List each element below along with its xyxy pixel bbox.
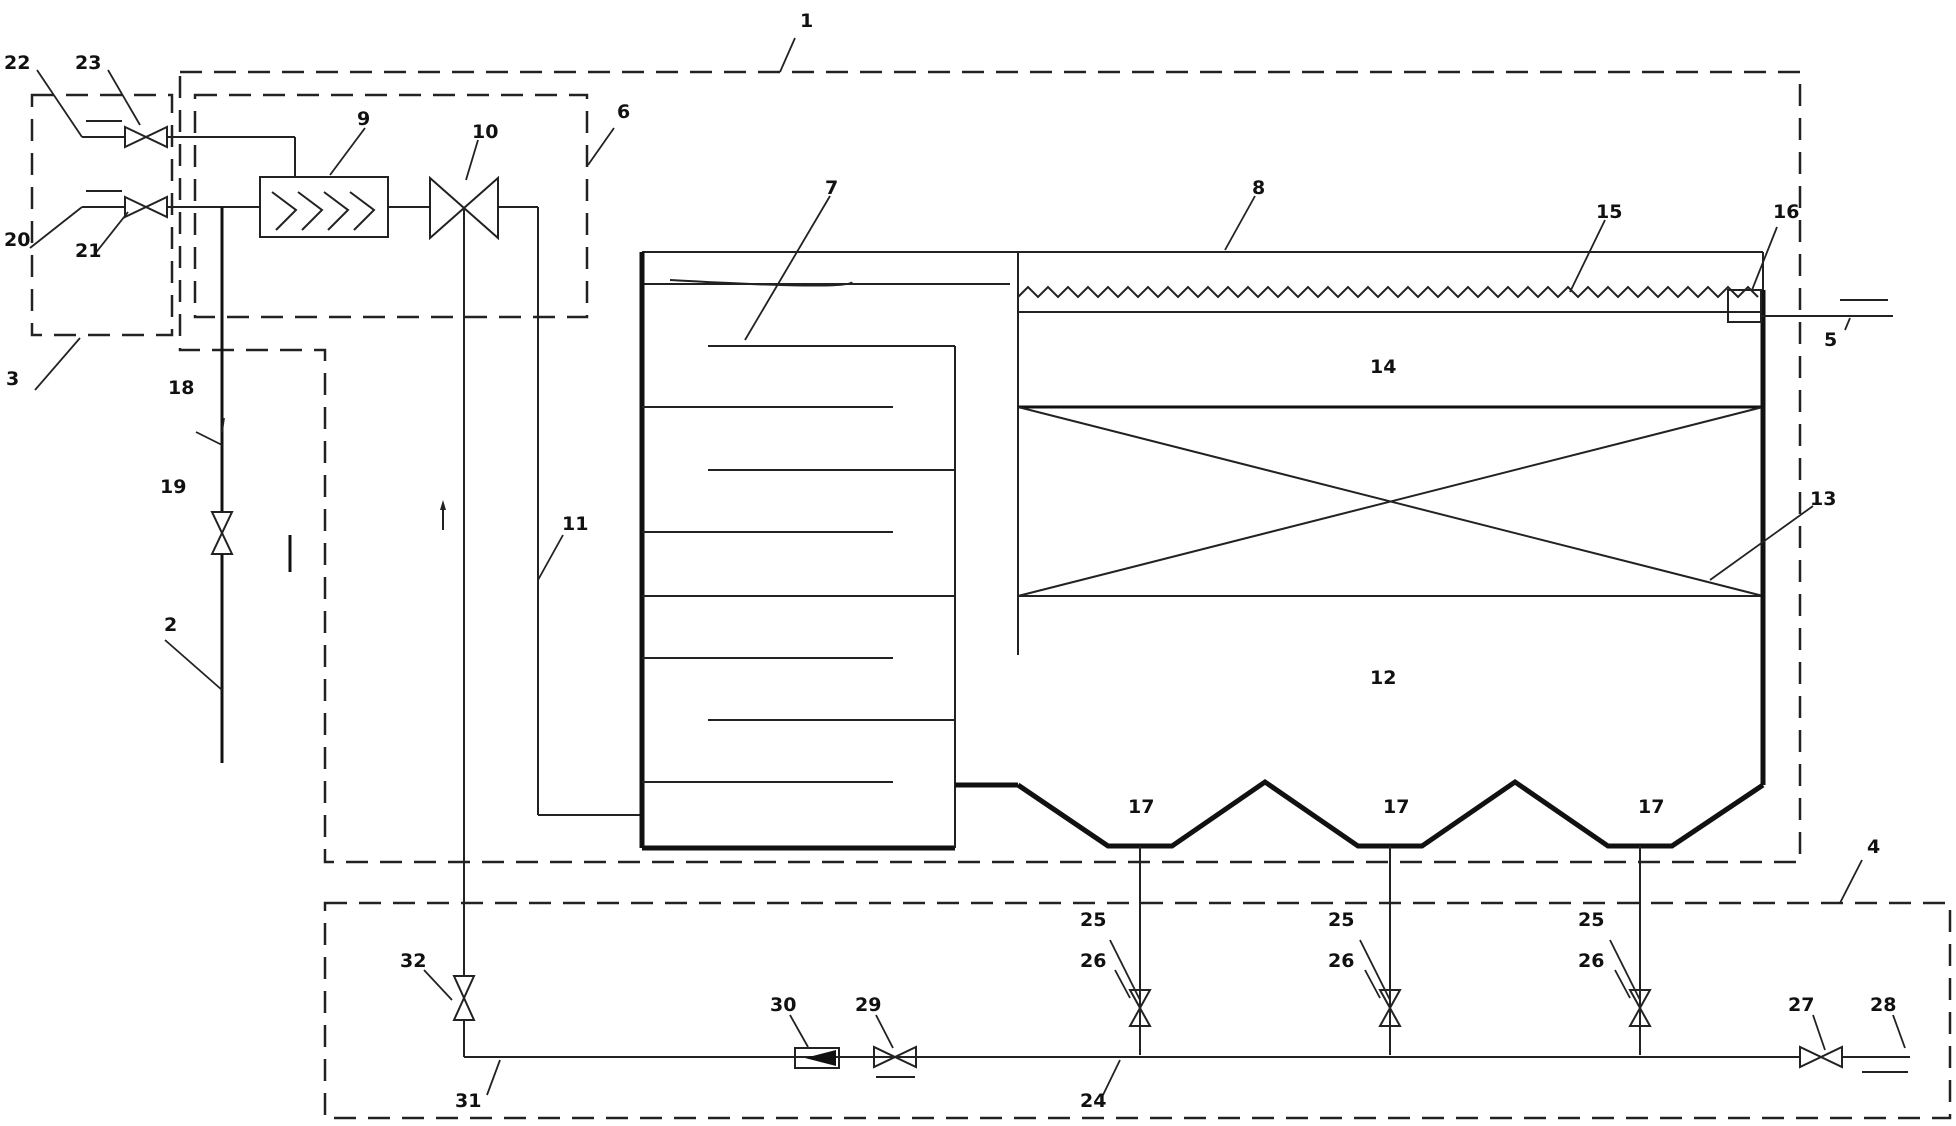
inlet-20-line [82, 190, 125, 208]
valve-26-b[interactable] [1378, 989, 1402, 1027]
outlet-box-16 [1727, 289, 1762, 323]
label-17a: 17 [1128, 796, 1154, 818]
label-29: 29 [855, 994, 881, 1016]
inlet-22-line [82, 120, 125, 138]
flow-arrow-mid-head [440, 500, 446, 510]
label-15: 15 [1596, 201, 1622, 223]
label-14: 14 [1370, 356, 1396, 378]
label-18: 18 [168, 377, 194, 399]
pump-30[interactable] [794, 1047, 840, 1069]
label-25b: 25 [1328, 909, 1354, 931]
label-16: 16 [1773, 201, 1799, 223]
label-4: 4 [1867, 836, 1880, 858]
labels: 1 2 3 4 5 6 7 8 9 10 11 12 13 14 15 16 1… [4, 10, 1896, 1112]
valve-27[interactable] [1799, 1045, 1843, 1069]
label-6: 6 [617, 101, 630, 123]
valve-21[interactable] [124, 195, 168, 219]
valve-19[interactable] [210, 511, 234, 555]
valve-32[interactable] [452, 975, 476, 1021]
label-10: 10 [472, 121, 498, 143]
label-17b: 17 [1383, 796, 1409, 818]
label-26c: 26 [1578, 950, 1604, 972]
sedimentation-tank-8 [955, 251, 1766, 849]
label-11: 11 [562, 513, 588, 535]
flocculation-tank-7 [639, 251, 1019, 851]
boundary-3 [30, 93, 174, 337]
label-3: 3 [6, 368, 19, 390]
label-17c: 17 [1638, 796, 1664, 818]
label-25c: 25 [1578, 909, 1604, 931]
label-12: 12 [1370, 667, 1396, 689]
label-28: 28 [1870, 994, 1896, 1016]
label-13: 13 [1810, 488, 1836, 510]
label-31: 31 [455, 1090, 481, 1112]
weir-15 [1017, 285, 1759, 299]
mixer-9 [259, 176, 389, 238]
label-24: 24 [1080, 1090, 1106, 1112]
valve-26-c[interactable] [1628, 989, 1652, 1027]
label-7: 7 [825, 177, 838, 199]
label-20: 20 [4, 229, 30, 251]
label-8: 8 [1252, 177, 1265, 199]
label-5: 5 [1824, 329, 1837, 351]
label-23: 23 [75, 52, 101, 74]
label-21: 21 [75, 240, 101, 262]
label-25a: 25 [1080, 909, 1106, 931]
label-1: 1 [800, 10, 813, 32]
leader-lines [29, 37, 1906, 1096]
label-19: 19 [160, 476, 186, 498]
label-9: 9 [357, 108, 370, 130]
boundary-1 [178, 70, 1802, 864]
drain-pipes-25 [1139, 846, 1641, 1055]
label-27: 27 [1788, 994, 1814, 1016]
label-26a: 26 [1080, 950, 1106, 972]
boundary-4 [323, 901, 1952, 1120]
label-22: 22 [4, 52, 30, 74]
label-32: 32 [400, 950, 426, 972]
valve-29[interactable] [873, 1045, 917, 1069]
valve-23[interactable] [124, 125, 168, 149]
valve-26-a[interactable] [1128, 989, 1152, 1027]
label-2: 2 [164, 614, 177, 636]
label-30: 30 [770, 994, 796, 1016]
label-26b: 26 [1328, 950, 1354, 972]
